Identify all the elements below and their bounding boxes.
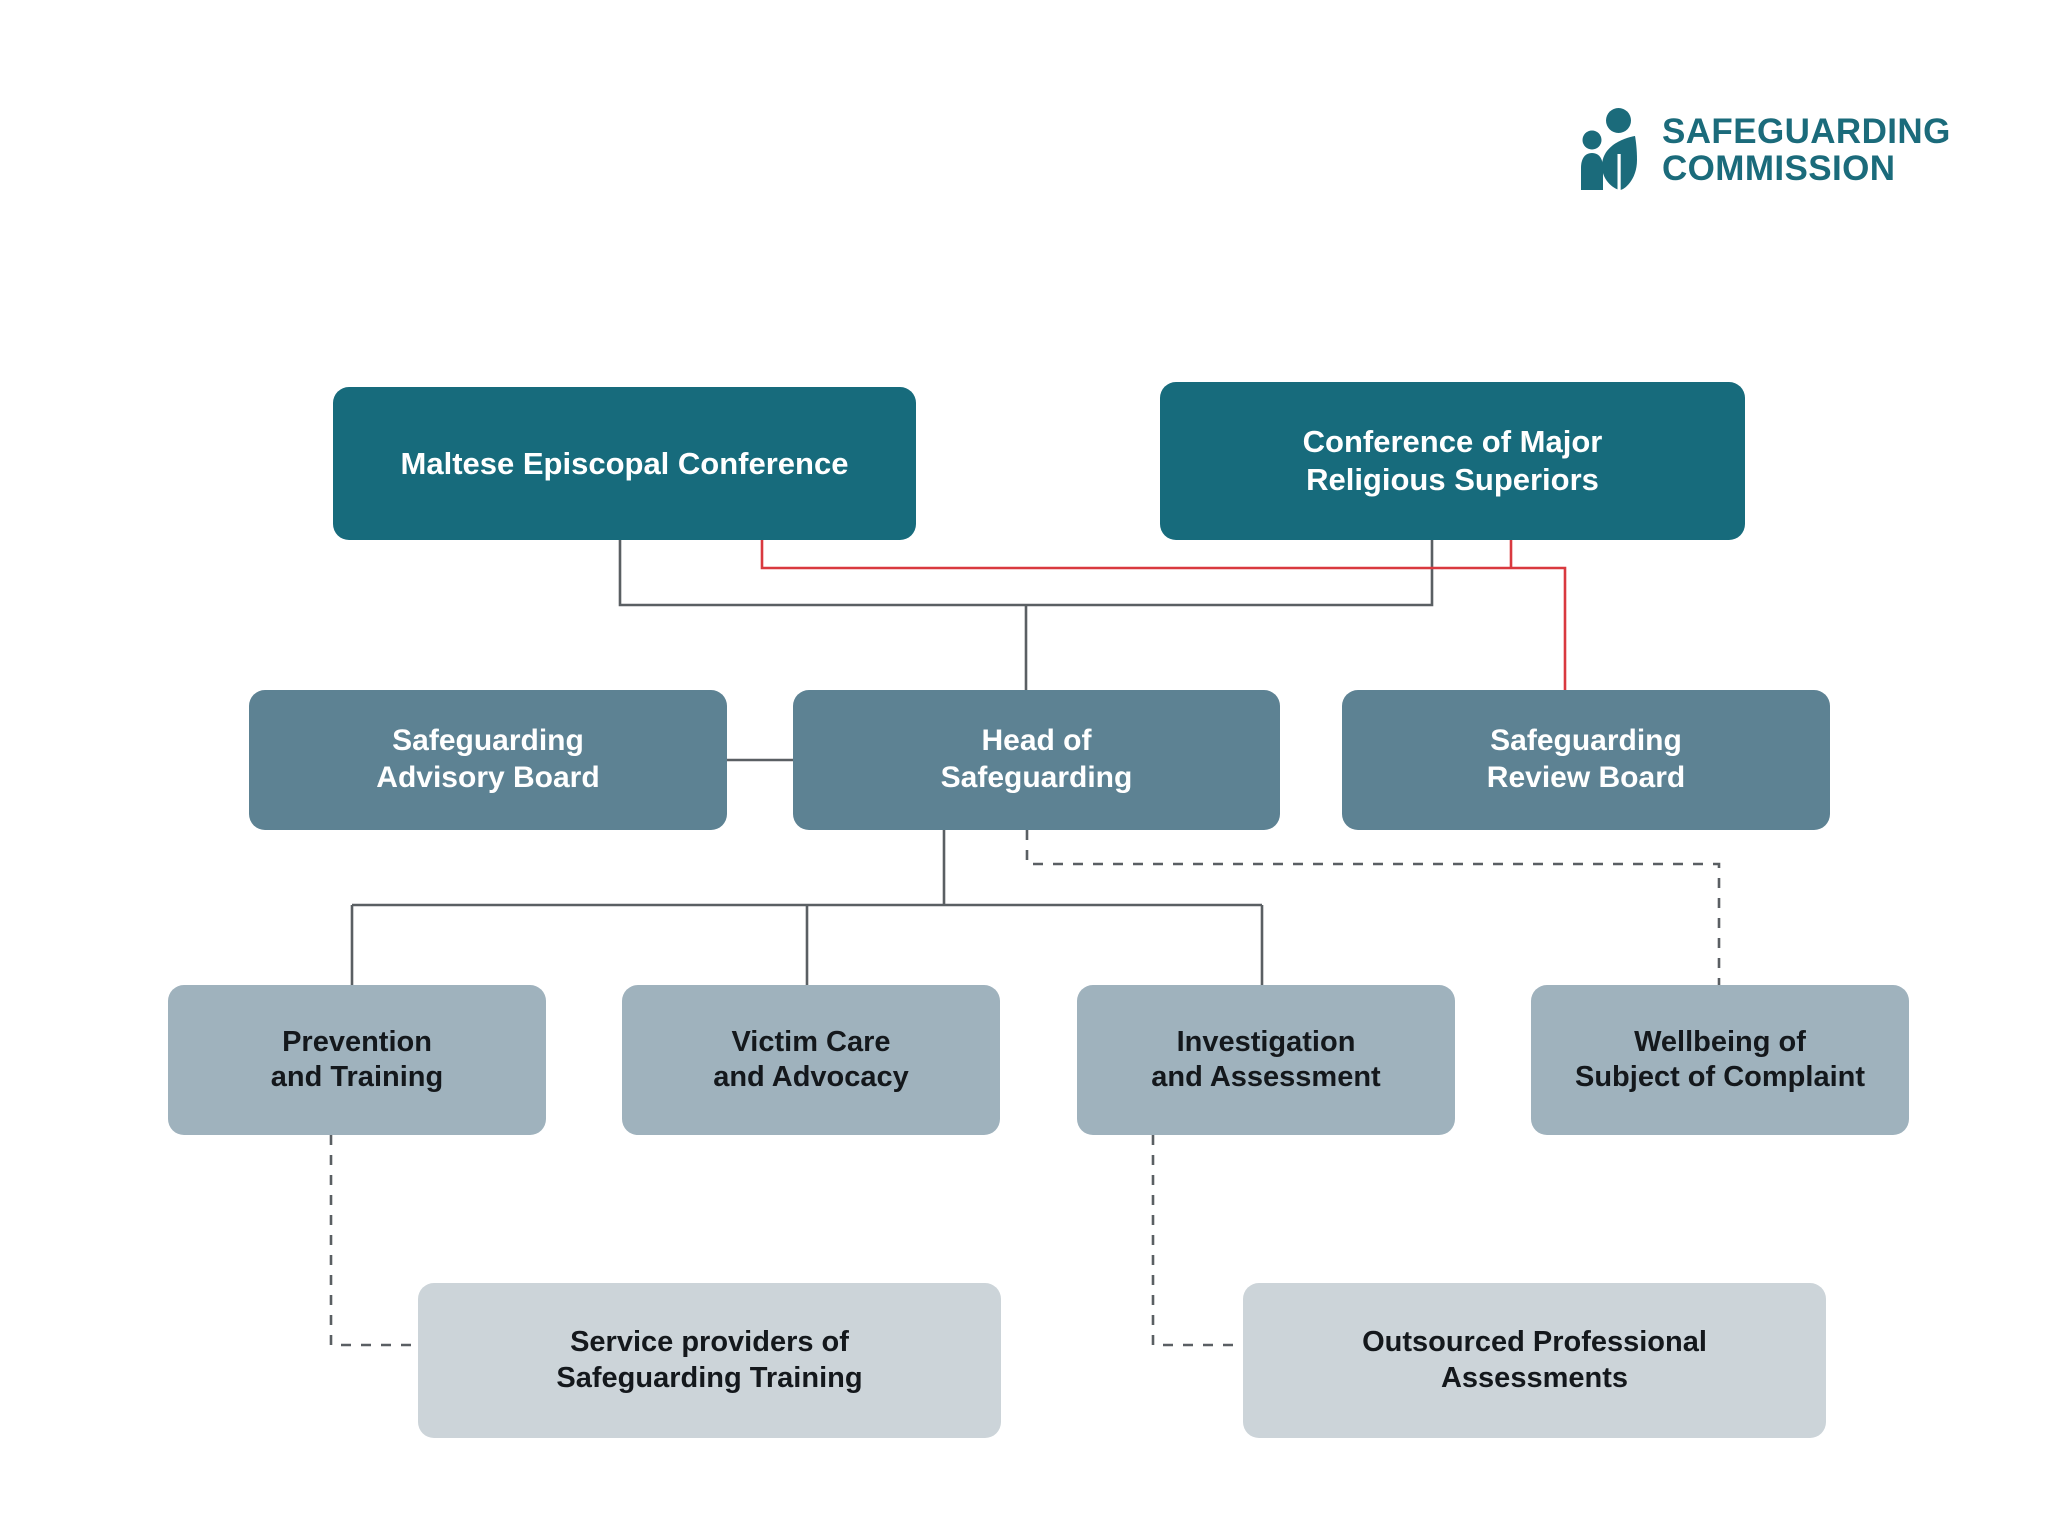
node-safeguarding-review-board[interactable]: Safeguarding Review Board <box>1342 690 1830 830</box>
node-investigation-and-assessment[interactable]: Investigation and Assessment <box>1077 985 1455 1135</box>
node-label: Conference of Major Religious Superiors <box>1302 424 1603 497</box>
node-victim-care-and-advocacy[interactable]: Victim Care and Advocacy <box>622 985 1000 1135</box>
node-conference-of-major-religious-superiors[interactable]: Conference of Major Religious Superiors <box>1160 382 1745 540</box>
node-label: Maltese Episcopal Conference <box>400 445 849 481</box>
node-label: Head of Safeguarding <box>940 724 1133 794</box>
node-label: Safeguarding Review Board <box>1486 724 1686 794</box>
node-service-providers-of-safeguarding-training[interactable]: Service providers of Safeguarding Traini… <box>418 1283 1001 1438</box>
edge-red-to-review-board <box>760 540 1567 690</box>
logo-wordmark: SAFEGUARDING COMMISSION <box>1662 111 1951 188</box>
edge-dashed-to-wellbeing <box>1025 830 1721 985</box>
node-label: Investigation and Assessment <box>1151 1025 1381 1093</box>
edge-dashed-to-service-providers <box>329 1135 418 1347</box>
node-safeguarding-advisory-board[interactable]: Safeguarding Advisory Board <box>249 690 727 830</box>
safeguarding-commission-logo: SAFEGUARDING COMMISSION <box>1578 108 1951 192</box>
node-head-of-safeguarding[interactable]: Head of Safeguarding <box>793 690 1280 830</box>
node-label: Outsourced Professional Assessments <box>1362 1326 1707 1394</box>
node-label: Safeguarding Advisory Board <box>376 724 600 794</box>
node-outsourced-professional-assessments[interactable]: Outsourced Professional Assessments <box>1243 1283 1826 1438</box>
node-prevention-and-training[interactable]: Prevention and Training <box>168 985 546 1135</box>
edge-governing-bodies-to-head-bar <box>618 540 1434 607</box>
node-label: Prevention and Training <box>270 1025 444 1093</box>
node-label: Victim Care and Advocacy <box>713 1025 909 1093</box>
node-label: Service providers of Safeguarding Traini… <box>556 1326 863 1394</box>
safeguarding-figure-icon <box>1581 108 1637 192</box>
node-label: Wellbeing of Subject of Complaint <box>1575 1025 1865 1093</box>
edge-dashed-to-outsourced-assessments <box>1151 1135 1243 1347</box>
node-wellbeing-of-subject-of-complaint[interactable]: Wellbeing of Subject of Complaint <box>1531 985 1909 1135</box>
node-maltese-episcopal-conference[interactable]: Maltese Episcopal Conference <box>333 387 916 540</box>
